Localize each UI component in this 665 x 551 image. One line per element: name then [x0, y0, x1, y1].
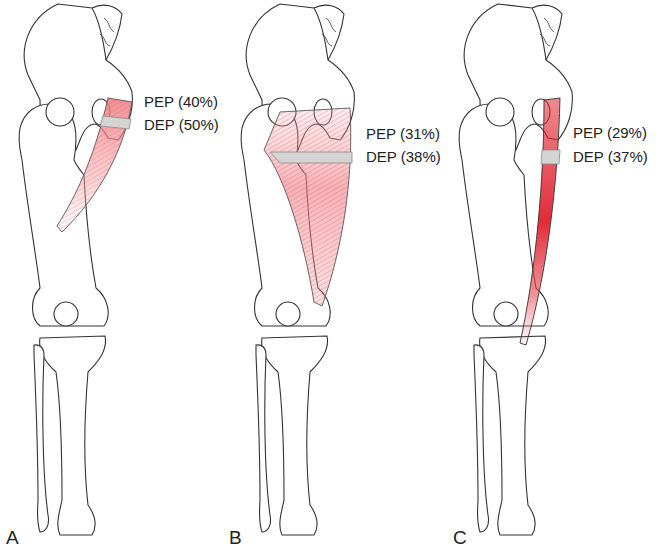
section-label: DEP (37%): [572, 148, 649, 166]
cross-section-band: [541, 150, 560, 164]
panel-letter: B: [228, 528, 243, 548]
muscle-a: [57, 98, 132, 232]
panel-letter: A: [5, 528, 20, 548]
section-label: PEP (29%): [572, 124, 648, 142]
leg-c: [459, 4, 572, 535]
cross-section-band: [270, 152, 352, 163]
cross-section-band: [100, 116, 131, 129]
muscle-c: [520, 98, 560, 345]
leg-a: [19, 4, 132, 535]
section-label: DEP (38%): [365, 148, 442, 166]
leg-b: [241, 4, 354, 535]
panel-letter: C: [452, 528, 468, 548]
section-label: DEP (50%): [143, 116, 220, 134]
section-label: PEP (31%): [365, 125, 441, 143]
section-label: PEP (40%): [143, 93, 219, 111]
muscle-b: [264, 108, 351, 306]
